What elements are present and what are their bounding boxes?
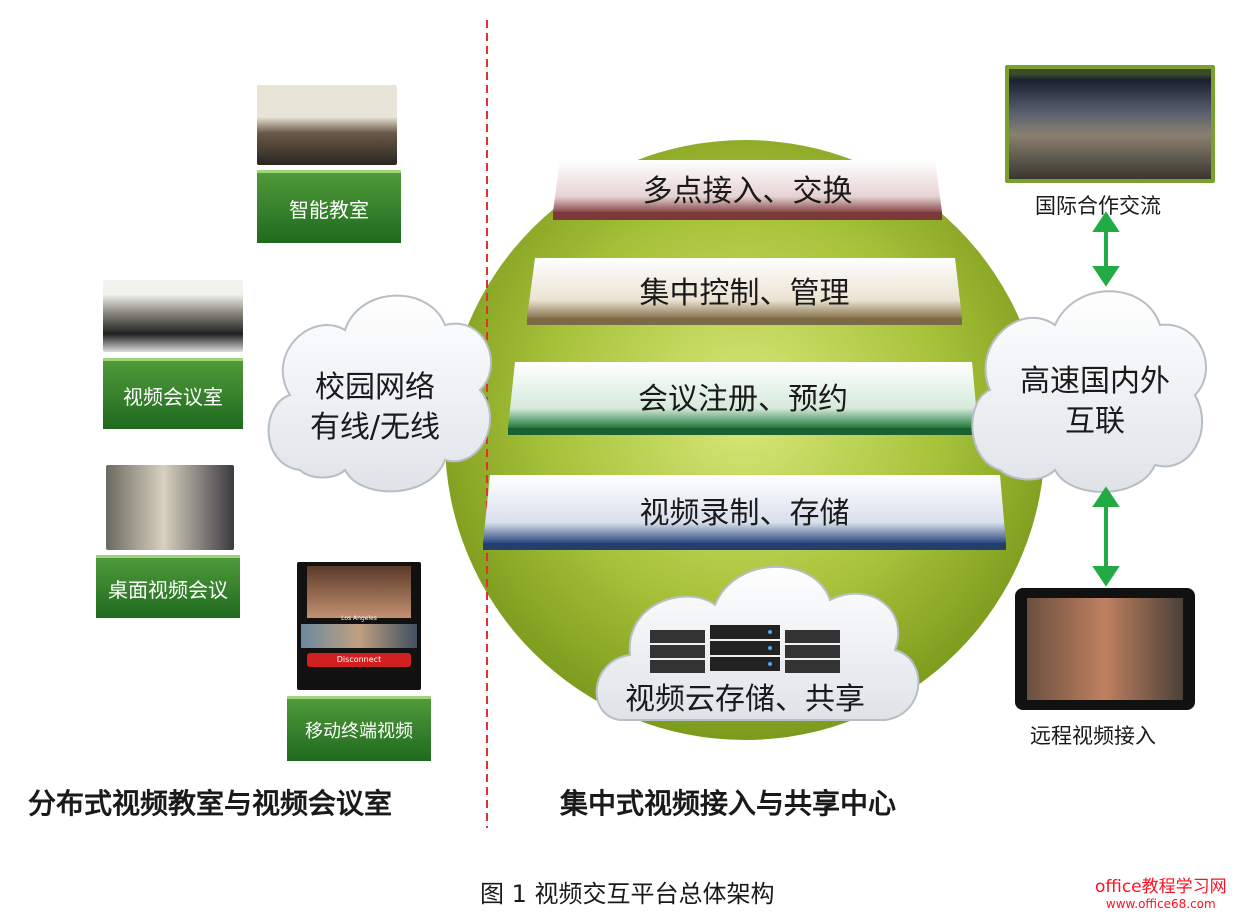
watermark-line1: office教程学习网 (1095, 877, 1227, 897)
bottom-right-title: 集中式视频接入与共享中心 (560, 787, 897, 820)
conference-room-photo (103, 280, 243, 352)
right-cloud-line1: 高速国内外 (1020, 364, 1170, 399)
layer-recording: 视频录制、存储 (639, 496, 850, 531)
mobile-location: Los Angeles (341, 615, 377, 622)
desktop-video-photo (106, 465, 234, 550)
watermark: office教程学习网 www.office68.com (1095, 872, 1227, 911)
card-desktop-video: 桌面视频会议 (96, 555, 240, 618)
layer-control: 集中控制、管理 (639, 276, 850, 311)
left-cloud-line1: 校园网络 (315, 370, 435, 405)
storage-cloud-label: 视频云存储、共享 (625, 682, 865, 717)
right-cloud-line2: 互联 (1065, 404, 1125, 439)
arrow-bottom (1092, 486, 1120, 587)
layer-registration: 会议注册、预约 (638, 382, 848, 417)
right-cloud (971, 290, 1207, 493)
left-cloud-line2: 有线/无线 (309, 410, 441, 445)
figure-caption: 图 1 视频交互平台总体架构 (480, 880, 775, 908)
smart-classroom-photo (257, 85, 397, 165)
card-conference-room: 视频会议室 (103, 358, 243, 429)
left-cloud (267, 294, 492, 493)
bottom-left-title: 分布式视频教室与视频会议室 (28, 787, 393, 820)
disconnect-button[interactable]: Disconnect (307, 653, 411, 667)
mobile-screen: Los Angeles Disconnect (297, 562, 421, 690)
layer-shapes (483, 160, 1006, 550)
international-label: 国际合作交流 (1035, 194, 1161, 218)
international-photo (1005, 65, 1215, 183)
right-cloud-label: 高速国内外 互联 (995, 362, 1195, 442)
left-cloud-label: 校园网络 有线/无线 (285, 368, 465, 448)
server-rack-icon (650, 625, 840, 673)
remote-video-label: 远程视频接入 (1030, 724, 1156, 748)
card-mobile-video: 移动终端视频 (287, 696, 431, 761)
layer-multipoint: 多点接入、交换 (642, 174, 853, 209)
arrow-top (1092, 211, 1120, 287)
watermark-line2: www.office68.com (1105, 897, 1216, 911)
card-smart-classroom: 智能教室 (257, 170, 401, 243)
tablet-photo (1015, 588, 1195, 710)
